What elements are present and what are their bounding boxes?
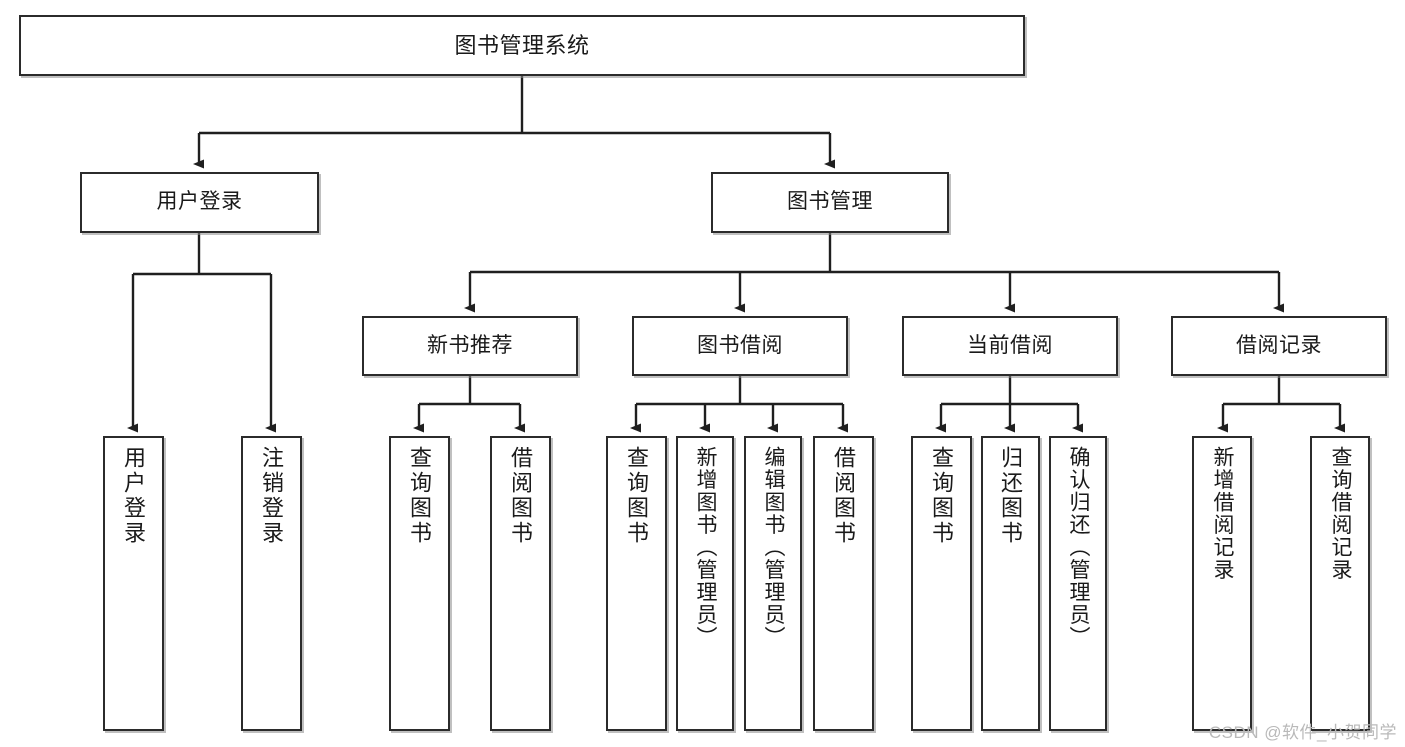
- leaf-add-borrow-record[interactable]: 新增借阅记录: [1192, 436, 1252, 731]
- leaf-query-books-new[interactable]: 查询图书: [389, 436, 450, 731]
- leaf-query-books-current[interactable]: 查询图书: [911, 436, 972, 731]
- leaf-return-books[interactable]: 归还图书: [981, 436, 1040, 731]
- leaf-return-books-label: 归还图书: [998, 446, 1024, 546]
- leaf-confirm-return-admin-label: 确认归还（管理员）: [1067, 446, 1091, 649]
- node-book-management-label: 图书管理: [787, 190, 873, 214]
- node-root-label: 图书管理系统: [454, 32, 590, 58]
- leaf-borrow-books-borrow[interactable]: 借阅图书: [813, 436, 874, 731]
- node-user-login-label: 用户登录: [156, 190, 243, 214]
- leaf-add-book-admin[interactable]: 新增图书（管理员）: [676, 436, 734, 731]
- node-book-borrow-label: 图书借阅: [697, 333, 783, 357]
- leaf-borrow-books-new[interactable]: 借阅图书: [490, 436, 551, 731]
- leaf-borrow-books-new-label: 借阅图书: [508, 446, 534, 546]
- leaf-query-borrow-record-label: 查询借阅记录: [1329, 446, 1353, 581]
- leaf-query-books-current-label: 查询图书: [929, 446, 955, 546]
- node-borrow-records[interactable]: 借阅记录: [1171, 316, 1387, 376]
- node-user-login[interactable]: 用户登录: [80, 172, 319, 233]
- node-current-borrow-label: 当前借阅: [967, 333, 1053, 357]
- leaf-edit-book-admin-label: 编辑图书（管理员）: [762, 446, 786, 649]
- leaf-logout-label: 注销登录: [259, 446, 285, 546]
- node-book-management[interactable]: 图书管理: [711, 172, 949, 233]
- leaf-user-login-label: 用户登录: [121, 446, 147, 546]
- leaf-query-borrow-record[interactable]: 查询借阅记录: [1310, 436, 1370, 731]
- leaf-confirm-return-admin[interactable]: 确认归还（管理员）: [1049, 436, 1107, 731]
- leaf-edit-book-admin[interactable]: 编辑图书（管理员）: [744, 436, 802, 731]
- node-root[interactable]: 图书管理系统: [19, 15, 1025, 76]
- watermark: CSDN @软件_小贺同学: [1208, 723, 1397, 742]
- node-new-book-recommend-label: 新书推荐: [427, 333, 513, 357]
- leaf-query-books-borrow-label: 查询图书: [624, 446, 650, 546]
- leaf-user-login[interactable]: 用户登录: [103, 436, 164, 731]
- leaf-add-book-admin-label: 新增图书（管理员）: [694, 446, 718, 649]
- node-borrow-records-label: 借阅记录: [1236, 333, 1322, 357]
- node-book-borrow[interactable]: 图书借阅: [632, 316, 848, 376]
- leaf-logout[interactable]: 注销登录: [241, 436, 302, 731]
- node-current-borrow[interactable]: 当前借阅: [902, 316, 1118, 376]
- leaf-add-borrow-record-label: 新增借阅记录: [1211, 446, 1235, 581]
- leaf-query-books-borrow[interactable]: 查询图书: [606, 436, 667, 731]
- node-new-book-recommend[interactable]: 新书推荐: [362, 316, 578, 376]
- leaf-query-books-new-label: 查询图书: [407, 446, 433, 546]
- leaf-borrow-books-borrow-label: 借阅图书: [831, 446, 857, 546]
